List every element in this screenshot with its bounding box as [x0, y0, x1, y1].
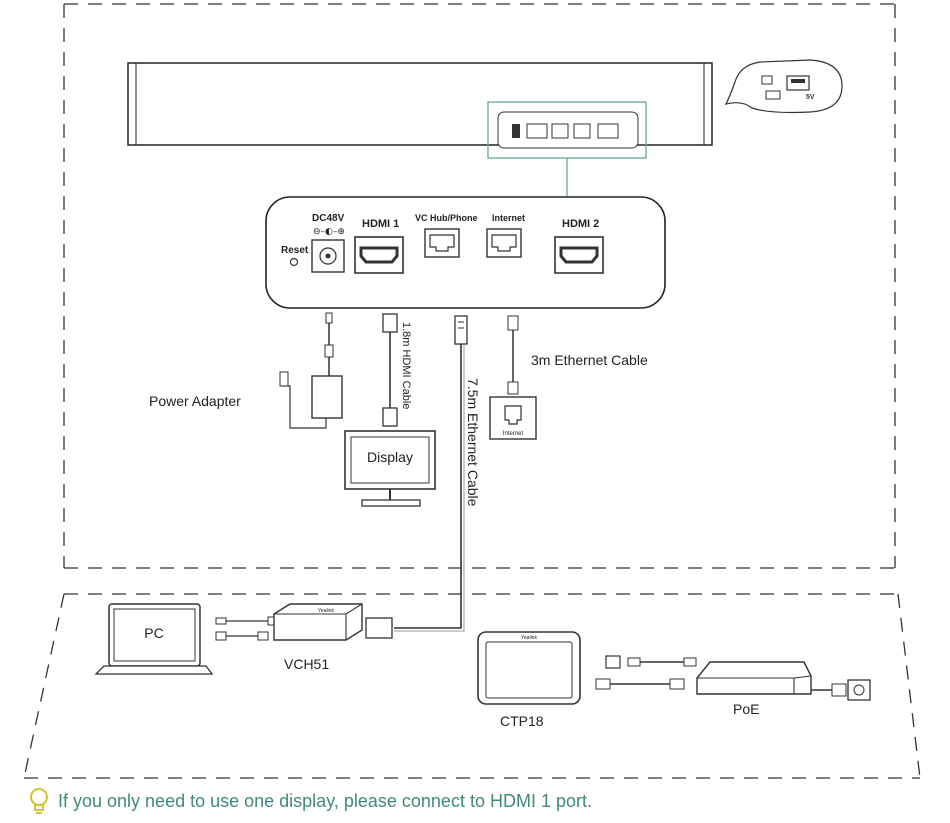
usb-voltage-label: 5V [806, 94, 815, 101]
tip-note: If you only need to use one display, ple… [26, 786, 592, 816]
tip-text: If you only need to use one display, ple… [58, 790, 592, 811]
hdmi-cable [382, 313, 398, 427]
pc-label: PC [144, 625, 163, 641]
poe-cables [595, 655, 697, 690]
pc-laptop [94, 603, 214, 675]
pc-to-vch51-cables [215, 616, 279, 641]
reset-label: Reset [281, 245, 309, 256]
vch51-hub: Yealink [273, 603, 393, 641]
internet-port-label: Internet [492, 213, 525, 223]
ethernet-cable-long [394, 315, 468, 632]
wall-internet-label: Internet [503, 431, 524, 437]
lightbulb-icon [30, 788, 48, 814]
ctp18-brand: Yealink [521, 635, 537, 641]
usb-callout: 5V [724, 59, 843, 114]
ctp18-touch-panel: Yealink [477, 631, 581, 705]
vchub-phone-label: VC Hub/Phone [415, 213, 478, 223]
vch51-label: VCH51 [284, 656, 329, 672]
dc-polarity-symbol: ⊖–◐–⊕ [313, 227, 345, 237]
hdmi1-label: HDMI 1 [362, 218, 399, 230]
ethernet-3m-label: 3m Ethernet Cable [531, 352, 648, 368]
power-adapter-label: Power Adapter [149, 393, 241, 409]
power-adapter [279, 312, 343, 429]
poe-label: PoE [733, 701, 759, 717]
display-monitor [344, 430, 436, 507]
internet-port [486, 228, 522, 258]
ethernet-cable-short [507, 315, 519, 395]
room-boundary-bottom [23, 593, 921, 779]
hdmi-cable-label: 1.8m HDMI Cable [400, 322, 412, 409]
reset-button [289, 257, 299, 267]
dc-power-port [311, 239, 345, 273]
display-label: Display [367, 449, 413, 465]
ethernet-75m-label: 7.5m Ethernet Cable [465, 378, 481, 507]
hdmi1-port [353, 235, 405, 275]
vch51-brand: Yealink [318, 608, 334, 614]
room-boundary-top [63, 3, 896, 569]
hdmi2-port [553, 235, 605, 275]
hdmi2-label: HDMI 2 [562, 218, 599, 230]
poe-injector [696, 661, 871, 701]
port-panel: DC48V ⊖–◐–⊕ Reset HDMI 1 VC Hub/Phone In… [265, 196, 666, 309]
dc48v-label: DC48V [312, 213, 345, 224]
vchub-phone-port [424, 228, 460, 258]
video-bar [127, 62, 713, 149]
wall-internet-jack [489, 396, 537, 440]
ctp18-label: CTP18 [500, 713, 544, 729]
